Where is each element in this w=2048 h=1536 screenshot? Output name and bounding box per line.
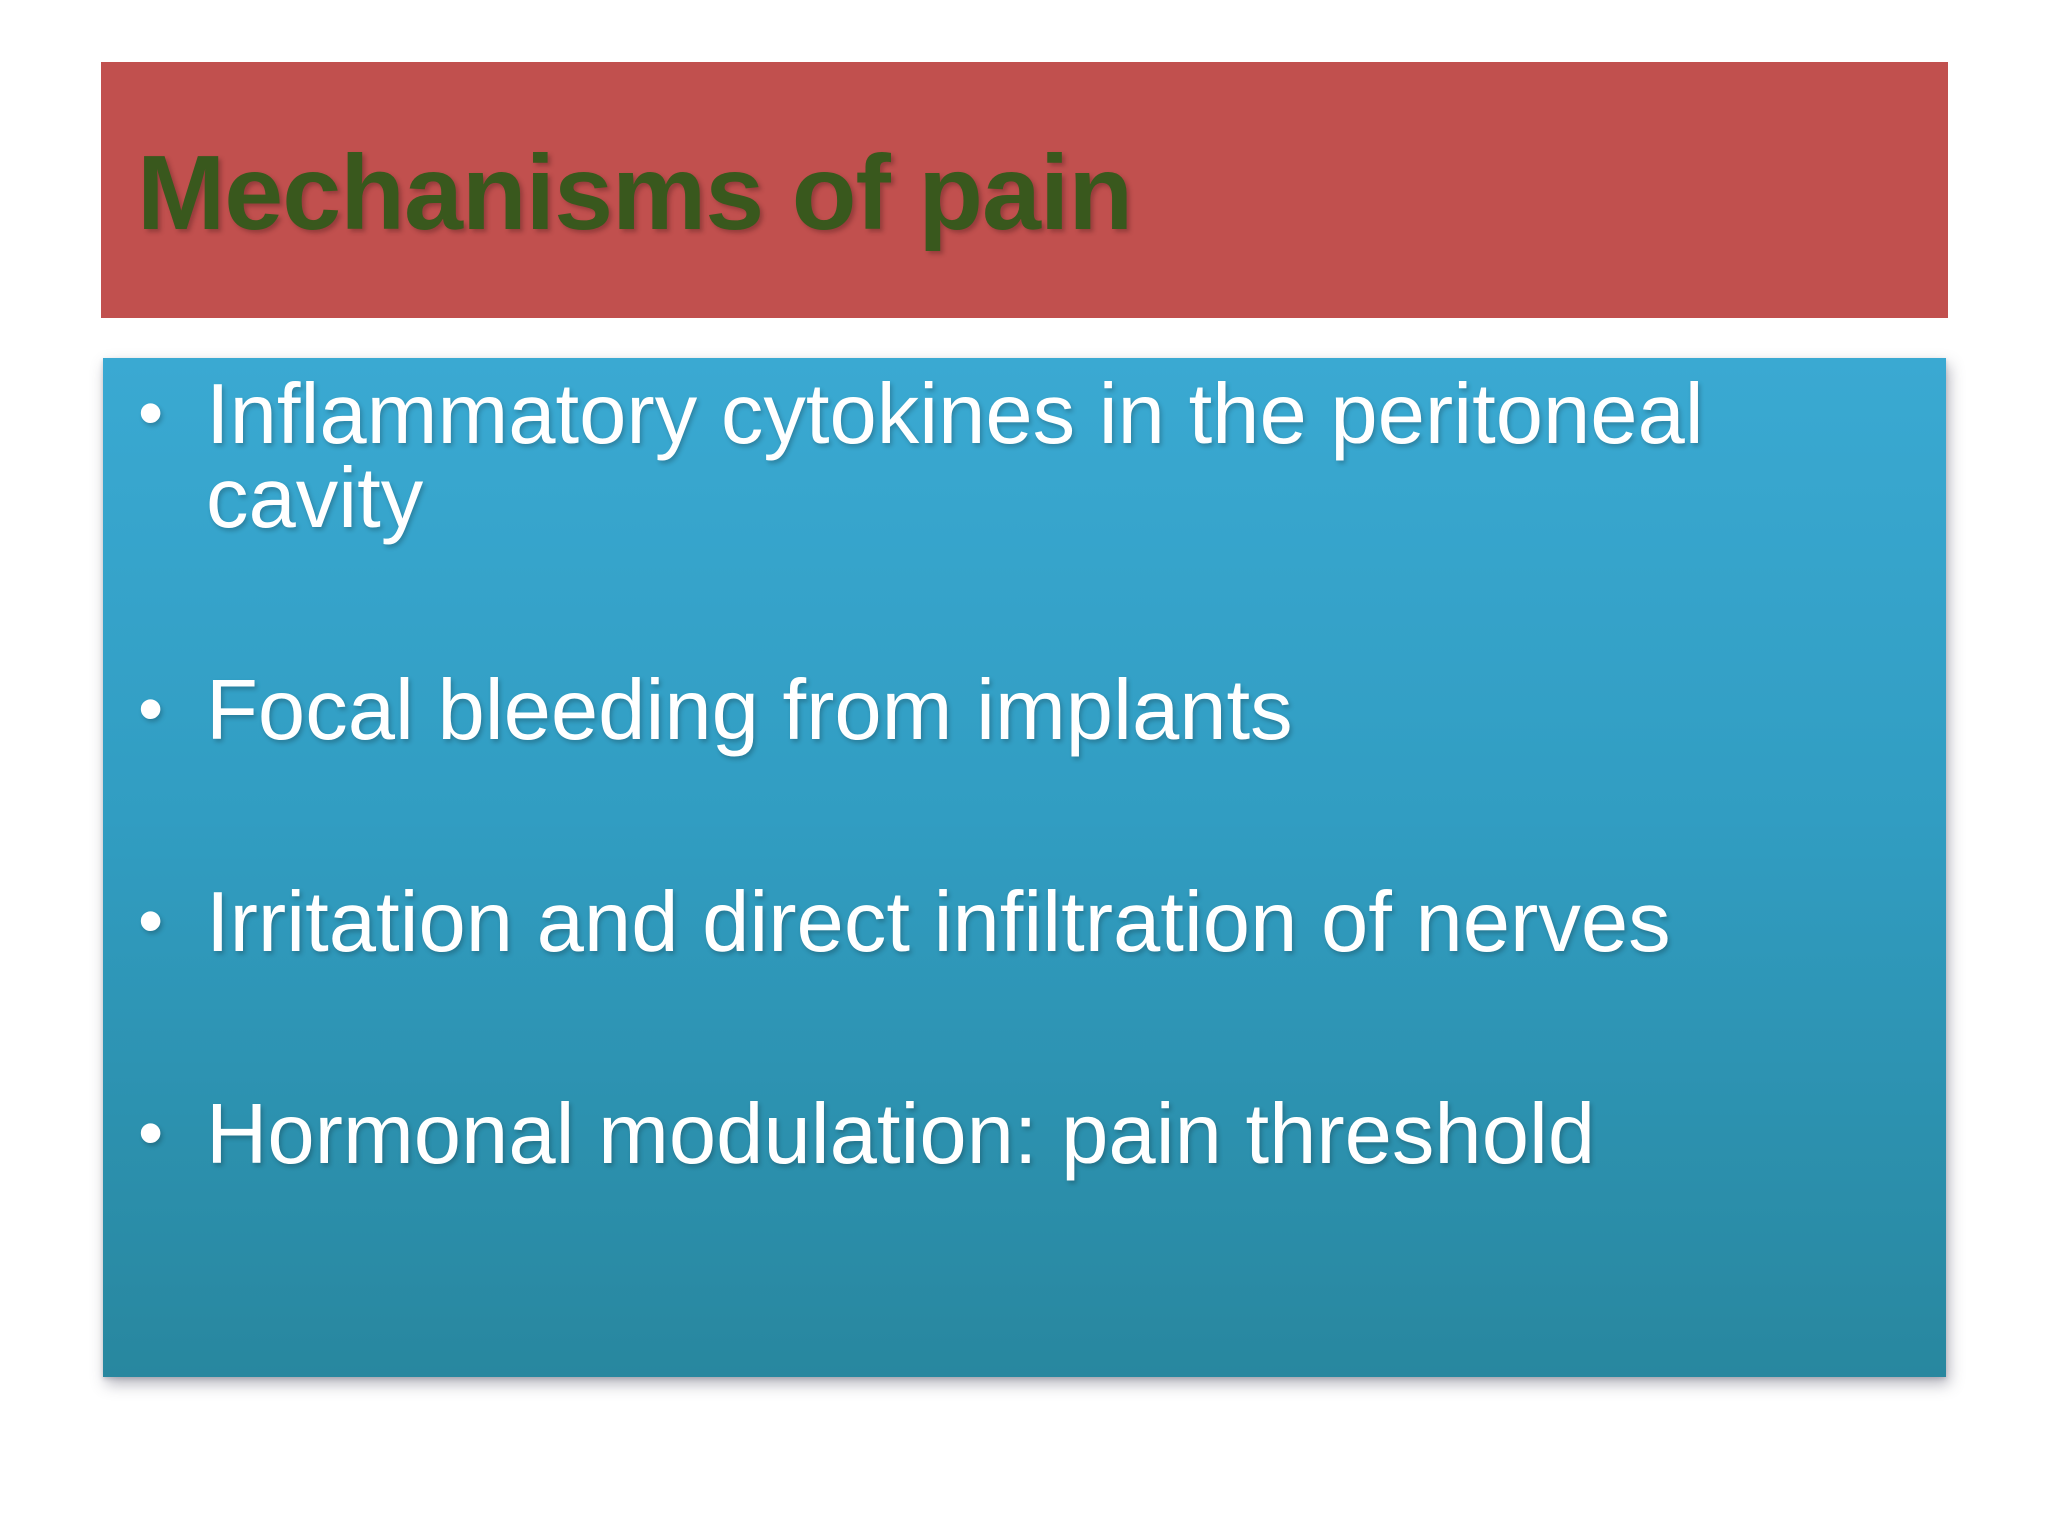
slide-title: Mechanisms of pain	[137, 134, 1133, 252]
bullet-icon: •	[138, 881, 164, 961]
bullet-icon: •	[138, 669, 164, 749]
bullet-text: Irritation and direct infiltration of ne…	[206, 875, 1671, 970]
content-box: • Inflammatory cytokines in the peritone…	[103, 358, 1946, 1377]
list-item: • Focal bleeding from implants	[126, 663, 1901, 758]
list-item: • Irritation and direct infiltration of …	[126, 875, 1901, 970]
bullet-text: Hormonal modulation: pain threshold	[206, 1087, 1596, 1182]
list-item: • Hormonal modulation: pain threshold	[126, 1087, 1901, 1182]
title-bar: Mechanisms of pain	[101, 62, 1948, 318]
bullet-icon: •	[138, 373, 164, 453]
bullet-list: • Inflammatory cytokines in the peritone…	[126, 367, 1901, 1182]
bullet-icon: •	[138, 1093, 164, 1173]
bullet-text: Focal bleeding from implants	[206, 663, 1293, 758]
list-item: • Inflammatory cytokines in the peritone…	[126, 367, 1901, 546]
bullet-text: Inflammatory cytokines in the peritoneal…	[206, 367, 1704, 546]
